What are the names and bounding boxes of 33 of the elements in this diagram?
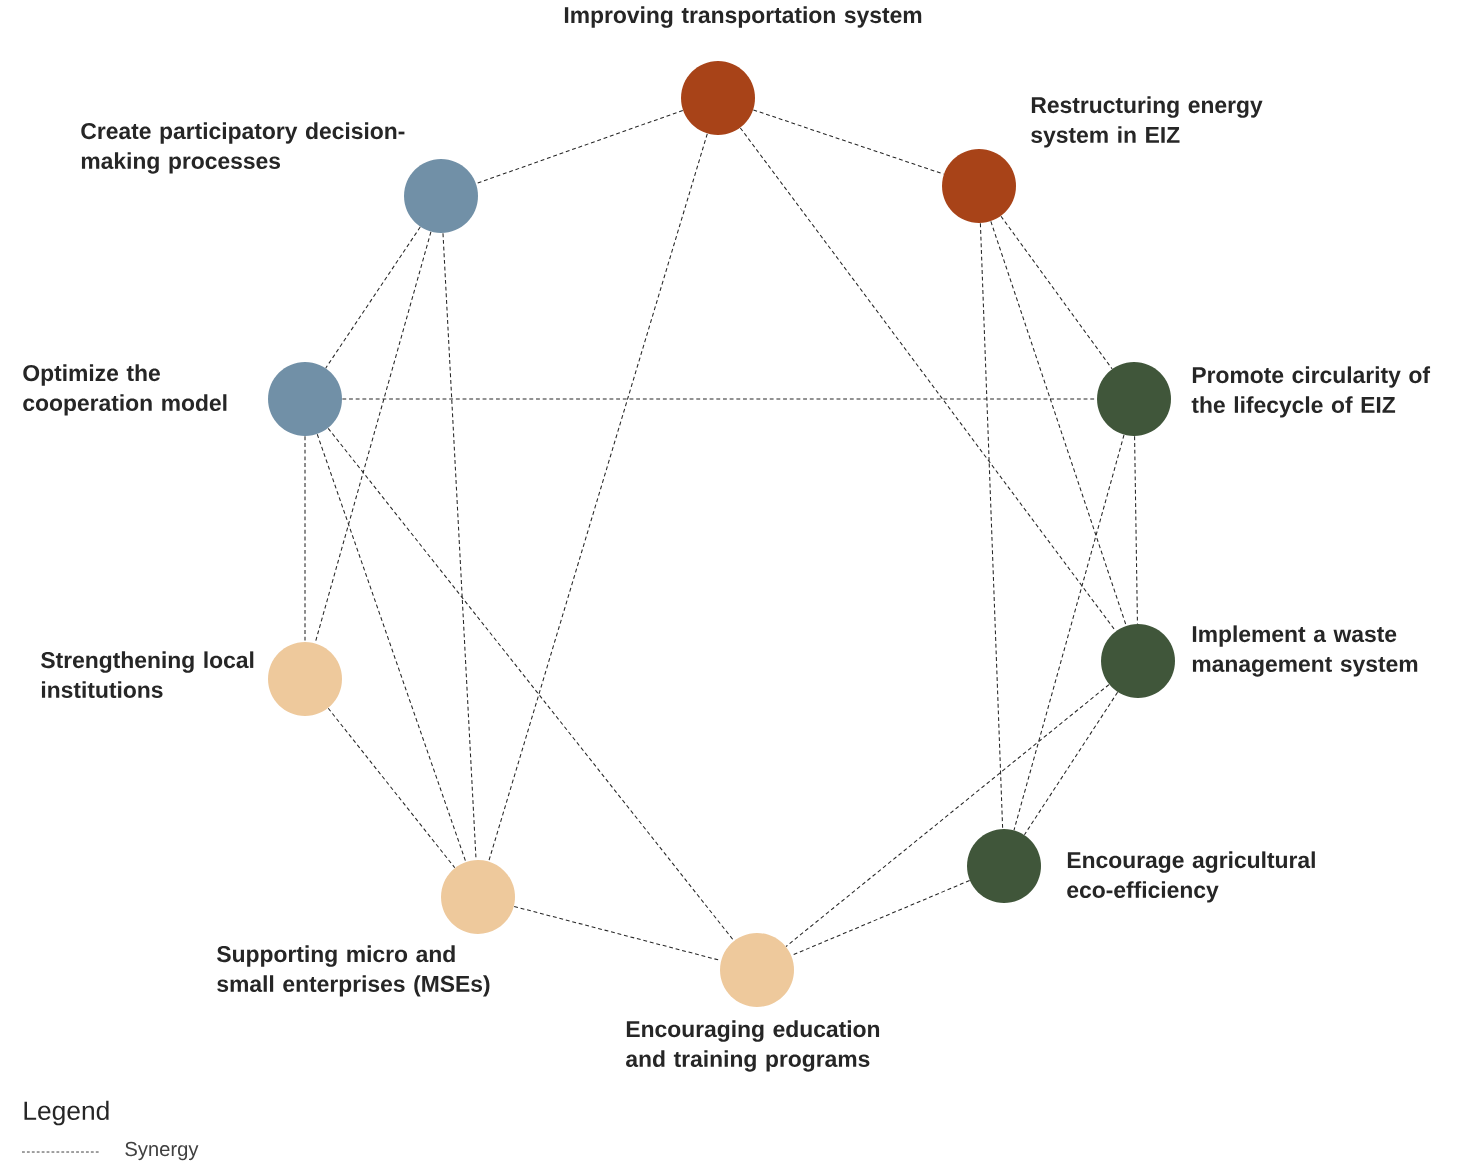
dashed-line	[1134, 435, 1138, 625]
dashed-line	[785, 684, 1110, 947]
dashed-line	[979, 222, 1004, 830]
dashed-line	[990, 220, 1127, 627]
legend-text: Synergy	[125, 1141, 199, 1161]
dashed-line	[316, 433, 467, 863]
node-label: Restructuring energy system in EIZ	[1031, 96, 1263, 148]
node-label: Create participatory decision-making processes	[81, 122, 405, 174]
node-label: Supporting micro and small enterprises (MSEs)	[217, 945, 490, 997]
dashed-line	[790, 880, 971, 957]
legend-title: Legend	[24, 1100, 109, 1126]
dashed-line	[1023, 691, 1119, 836]
dashed-line	[341, 398, 1098, 400]
dashed-line	[488, 133, 708, 862]
node-label: Optimize the cooperation model	[23, 364, 227, 416]
dashed-line	[1013, 434, 1125, 831]
node-label: Improving transportation system	[564, 6, 922, 28]
dashed-line	[1000, 215, 1113, 370]
node-label: Strengthening local institutions	[41, 651, 254, 698]
node-label: Encourage agricultural eco-efficiency	[1067, 851, 1315, 903]
dashed-line	[327, 427, 735, 942]
dashed-line	[304, 435, 306, 643]
node-label: Implement a waste management system	[1192, 625, 1418, 677]
node-label: Encouraging education and training programs	[626, 1020, 880, 1072]
node-label: Promote circularity of the lifecycle of EIZ	[1191, 366, 1431, 418]
dashed-line	[327, 707, 456, 869]
dashed-line	[739, 127, 1117, 632]
dashed-line	[752, 109, 945, 175]
dashed-line	[442, 232, 477, 861]
dashed-line	[314, 231, 432, 644]
dashed-line	[325, 226, 421, 369]
dashed-line	[513, 905, 722, 962]
dashed-line	[475, 109, 684, 185]
